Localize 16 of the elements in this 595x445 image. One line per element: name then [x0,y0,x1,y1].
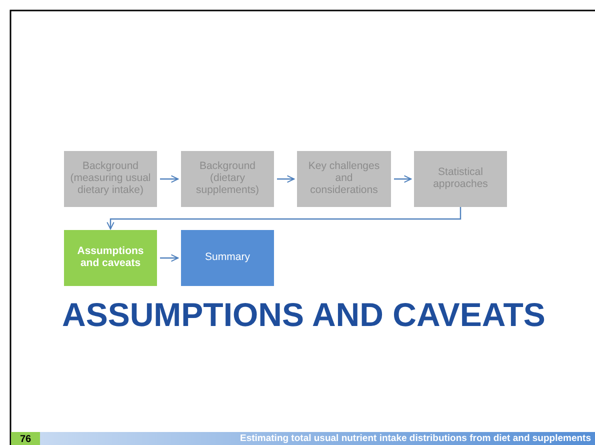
footer-text: Estimating total usual nutrient intake distributions from diet and supplements [240,433,591,444]
slide-title: ASSUMPTIONS AND CAVEATS [62,296,546,334]
process-box [414,151,507,207]
process-box [64,151,157,207]
process-box [181,151,274,207]
arrow [160,175,178,183]
process-box [64,230,157,286]
process-box [181,230,274,286]
arrow [277,175,294,183]
arrow [106,207,462,230]
step-label: Summary [205,252,250,264]
page-number: 76 [11,432,40,445]
arrow [394,175,412,183]
process-box [297,151,391,207]
arrow [160,254,178,262]
step-label: Assumptions and caveats [76,246,145,270]
